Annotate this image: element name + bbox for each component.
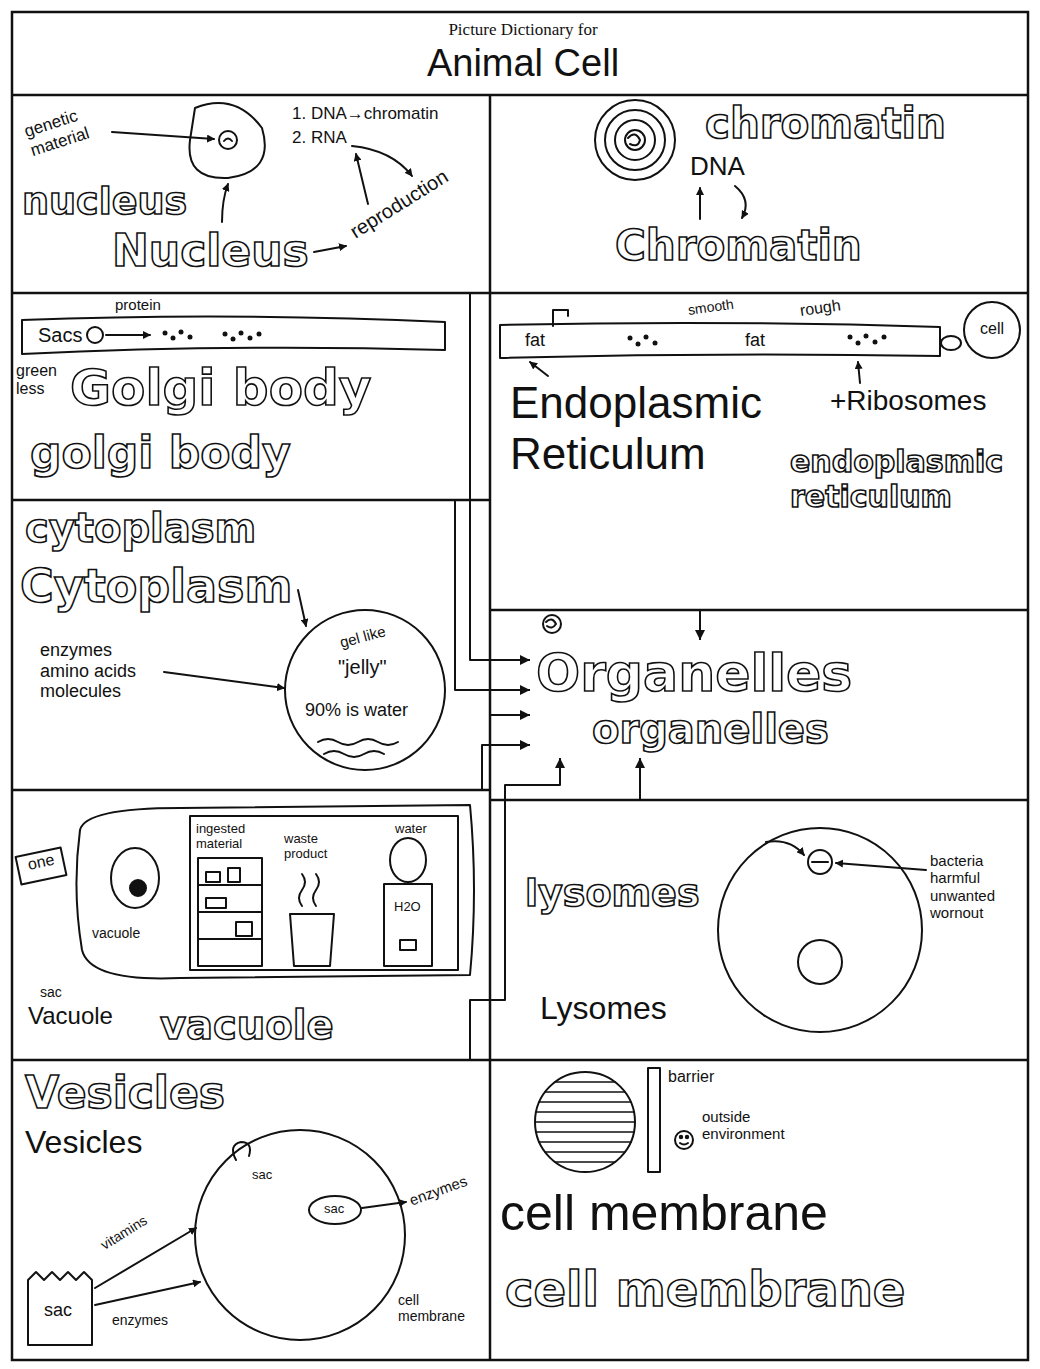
lysosome-drawing <box>718 828 926 1032</box>
outlined-term: Organelles <box>536 644 852 704</box>
note-text: fat <box>525 330 545 351</box>
dictionary-cell: lysomes bacteria harmful unwanted wornout… <box>490 800 1028 1060</box>
note-text: green less <box>16 362 64 399</box>
outlined-term: lysomes <box>525 872 700 916</box>
dictionary-cell: proteinSacs green lessGolgi body golgi bod… <box>12 293 490 500</box>
note-text: Vesicles <box>25 1124 142 1161</box>
outlined-term: vacuole <box>160 1002 334 1048</box>
arrowhead <box>520 685 530 695</box>
note-text: Vacuole <box>28 1002 113 1030</box>
note-text: enzymes amino acids molecules <box>40 640 160 702</box>
note-text: smooth <box>687 296 735 318</box>
dictionary-cell: fat smooth fat rough cellEndoplasmic Reticul… <box>490 293 1028 610</box>
connector-arrow <box>455 500 530 690</box>
note-text: ingested material <box>196 822 254 852</box>
outlined-term: cell membrane <box>505 1262 905 1317</box>
note-text: genetic material <box>22 98 110 160</box>
outlined-term: Nucleus <box>112 226 309 277</box>
outlined-term: nucleus <box>22 180 187 224</box>
outlined-term: endoplasmic reticulum <box>790 445 1025 514</box>
arrowhead <box>635 758 645 768</box>
note-text: Animal Cell <box>15 42 1031 86</box>
note-text: +Ribosomes <box>830 385 986 417</box>
hub-term-box: Organellesorganelles <box>530 640 859 758</box>
note-text: water <box>395 822 427 837</box>
note-text: Lysomes <box>540 990 667 1027</box>
arrowhead <box>555 758 565 768</box>
arrowhead <box>520 710 530 720</box>
note-text: sac <box>44 1300 72 1321</box>
note-text: sac <box>252 1168 272 1183</box>
note-text: 1. DNA→chromatin <box>292 104 438 124</box>
note-text: H2O <box>394 900 421 915</box>
note-text: outside environment <box>702 1108 792 1143</box>
note-text: 90% is water <box>305 700 408 721</box>
note-text: barrier <box>668 1068 714 1086</box>
dictionary-cell: barrier outside environment cell membrane c… <box>490 1060 1028 1360</box>
cytoplasm-drawing <box>164 590 445 770</box>
note-text: Endoplasmic Reticulum <box>510 378 810 479</box>
note-text: Picture Dictionary for <box>15 20 1031 40</box>
note-text: cell <box>980 320 1004 338</box>
note-text: sac <box>324 1202 344 1217</box>
outlined-term: Vesicles <box>25 1068 225 1119</box>
vesicle-drawing <box>28 1130 406 1345</box>
er-drawing <box>500 302 1020 383</box>
dictionary-cell: one vacuole ingested material waste product… <box>12 790 490 1060</box>
note-text: cell membrane <box>398 1292 470 1324</box>
note-text: cell membrane <box>500 1185 828 1243</box>
dictionary-cell: cytoplasmCytoplasm gel like "jelly" enzymes… <box>12 500 490 790</box>
golgi-drawing <box>22 316 445 354</box>
note-text: vacuole <box>92 925 140 941</box>
note-text: vitamins <box>98 1212 150 1253</box>
dictionary-cell: genetic material 1. DNA→chromatin 2. RNA nu… <box>12 95 490 293</box>
outlined-term: Golgi body <box>70 360 371 418</box>
dictionary-cell: Picture Dictionary forAnimal Cell <box>12 12 1028 95</box>
note-text: DNA <box>690 152 745 182</box>
note-text: "jelly" <box>338 656 387 679</box>
vacuole-drawing <box>16 805 474 978</box>
outlined-term: cytoplasm <box>25 505 256 551</box>
arrowhead <box>520 740 530 750</box>
outlined-term: Chromatin <box>615 222 862 270</box>
note-text: fat <box>745 330 765 351</box>
dictionary-cell: VesiclesVesiclessacsacenzymescell membra… <box>12 1060 490 1360</box>
note-text: sac <box>40 984 62 1000</box>
note-text: rough <box>799 296 842 320</box>
organelle-scribble <box>543 615 561 633</box>
note-text: protein <box>115 296 161 313</box>
outlined-term: organelles <box>592 706 829 752</box>
connector-arrow <box>482 745 530 790</box>
note-text: Sacs <box>38 324 82 347</box>
note-text: waste product <box>284 832 346 862</box>
outlined-term: golgi body <box>30 428 291 479</box>
arrowhead <box>695 630 705 640</box>
note-text: enzymes <box>112 1312 168 1328</box>
outlined-term: chromatin <box>705 100 946 148</box>
note-text: 2. RNA <box>292 128 347 148</box>
note-text: reproduction <box>346 165 452 243</box>
page-grid <box>12 12 1028 1360</box>
note-text: bacteria harmful unwanted wornout <box>930 852 1022 921</box>
note-text: gel like <box>338 622 388 651</box>
arrowhead <box>520 655 530 665</box>
dictionary-cell: chromatinDNA Chromatin <box>490 95 1028 293</box>
note-text: enzymes <box>407 1172 469 1209</box>
note-text: one <box>26 851 56 875</box>
outlined-term: Cytoplasm <box>20 560 292 613</box>
